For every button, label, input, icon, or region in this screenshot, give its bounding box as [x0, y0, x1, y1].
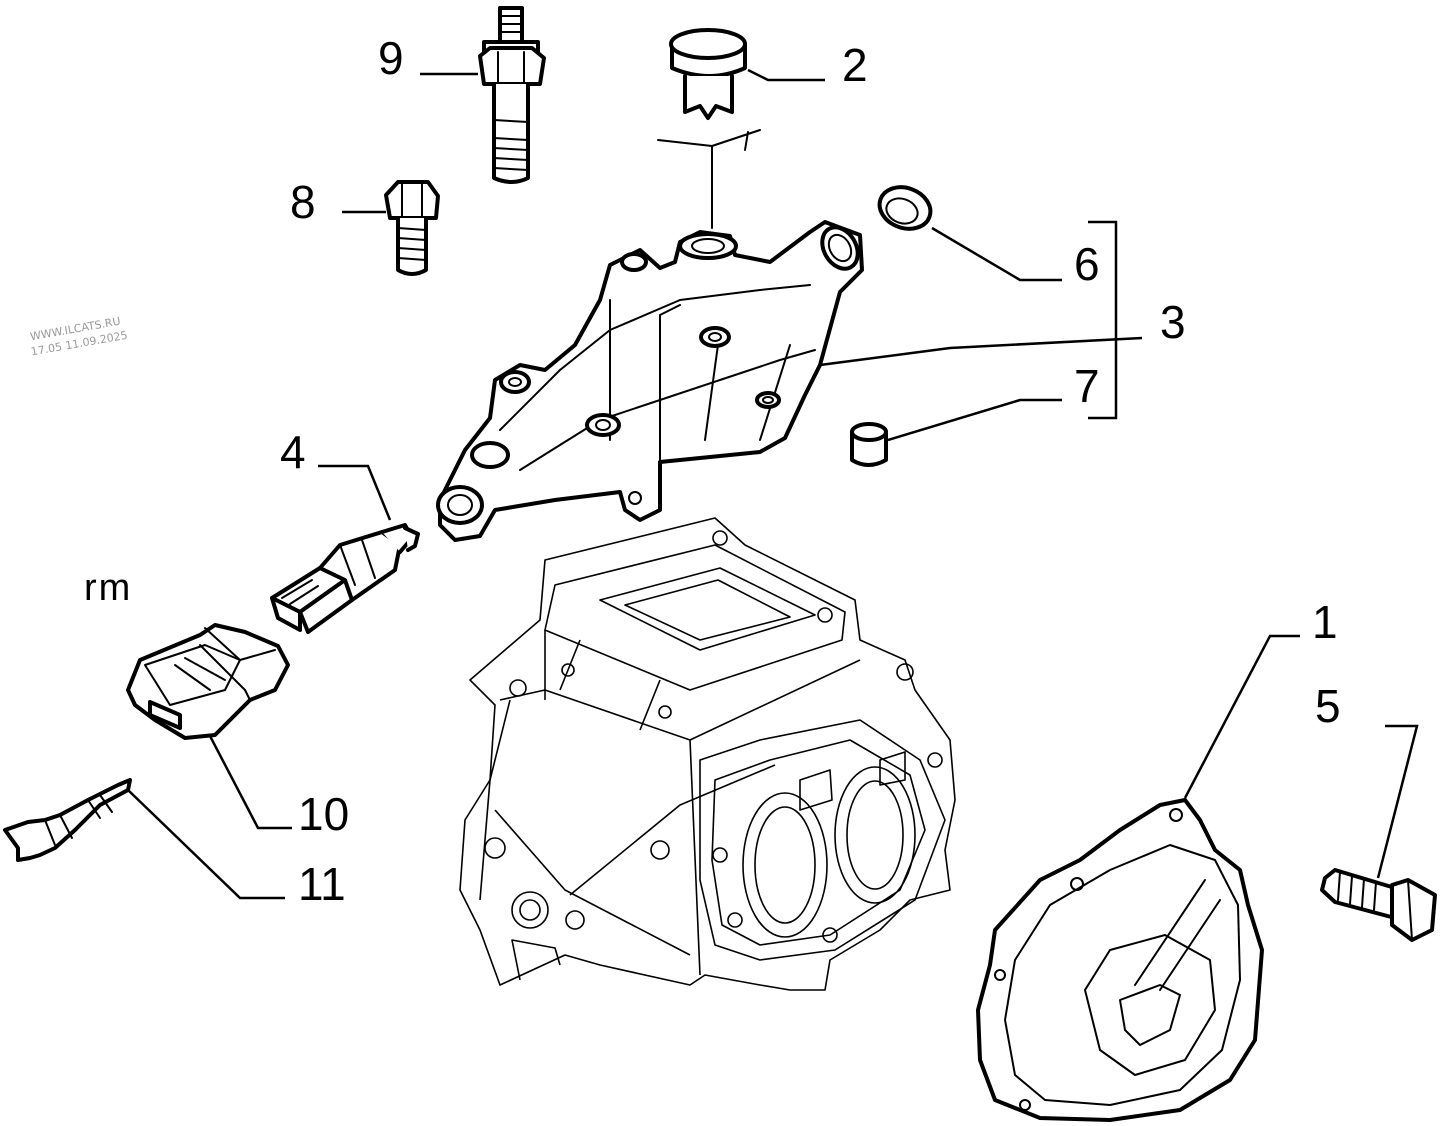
callout-7: 7	[1074, 360, 1100, 412]
part-8-bolt[interactable]	[384, 180, 440, 276]
part-1-cover[interactable]	[976, 798, 1264, 1122]
leader-lines	[127, 68, 1419, 900]
watermark: WWW.ILCATS.RU 17.05 11.09.2025	[29, 315, 128, 359]
callout-3: 3	[1160, 296, 1186, 348]
callout-10: 10	[298, 788, 349, 840]
callout-6: 6	[1074, 238, 1100, 290]
callout-4: 4	[280, 426, 306, 478]
gearbox-housing	[459, 517, 956, 991]
part-11-terminal[interactable]	[3, 778, 132, 862]
part-10-connector[interactable]	[126, 623, 290, 740]
callout-5: 5	[1315, 680, 1341, 732]
callout-labels: 9 2 8 6 3 7 4 rm 1 5 10 11	[84, 32, 1341, 910]
part-7-bush[interactable]	[850, 422, 888, 467]
part-4-sensor[interactable]	[270, 523, 420, 634]
part-2-guide-lines	[657, 129, 761, 229]
part-2-plug[interactable]	[669, 28, 747, 120]
callout-11: 11	[298, 858, 346, 910]
callout-2: 2	[842, 39, 868, 91]
part-9-stud[interactable]	[478, 6, 546, 184]
note-rm: rm	[84, 567, 132, 609]
callout-8: 8	[290, 176, 316, 228]
part-5-bolt[interactable]	[1320, 868, 1437, 942]
part-6-seal-ring[interactable]	[874, 180, 937, 235]
callout-9: 9	[378, 32, 404, 84]
part-3-thermostat-housing[interactable]	[436, 220, 865, 542]
callout-1: 1	[1312, 596, 1338, 648]
